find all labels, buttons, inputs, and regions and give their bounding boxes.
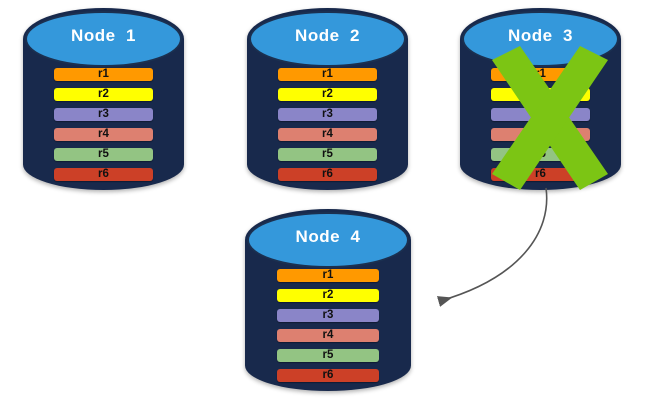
node-2-row-r5[interactable]: r5: [277, 147, 378, 161]
node-2-rows: r1 r2 r3 r4 r5 r6: [277, 68, 378, 181]
node-3-rows: r1 r2 r3 r4 r5 r6: [490, 68, 591, 181]
node-2-row-r6[interactable]: r6: [277, 167, 378, 181]
node-4-row-r5[interactable]: r5: [276, 348, 380, 362]
node-1-row-r3[interactable]: r3: [53, 107, 154, 121]
node-3-row-r4[interactable]: r4: [490, 127, 591, 141]
node-4-row-r1[interactable]: r1: [276, 269, 380, 283]
node-3[interactable]: Node 3 r1 r2 r3 r4 r5 r6: [460, 8, 621, 190]
node-2-row-r1[interactable]: r1: [277, 68, 378, 82]
node-3-cylinder-top: [462, 10, 619, 68]
node-3-row-r1[interactable]: r1: [490, 68, 591, 82]
node-2-cylinder-top: [249, 10, 406, 68]
node-1-cylinder-top: [25, 10, 182, 68]
node-4-row-r2[interactable]: r2: [276, 289, 380, 302]
node-1-row-r1[interactable]: r1: [53, 68, 154, 82]
node-4-cylinder-top: [247, 211, 409, 269]
node-2-row-r4[interactable]: r4: [277, 127, 378, 141]
node-4-row-r3[interactable]: r3: [276, 308, 380, 322]
node-1-row-r2[interactable]: r2: [53, 88, 154, 101]
node-4-row-r4[interactable]: r4: [276, 328, 380, 342]
node-3-row-r2[interactable]: r2: [490, 88, 591, 101]
node-4-rows: r1 r2 r3 r4 r5 r6: [276, 269, 380, 382]
node-1-row-r5[interactable]: r5: [53, 147, 154, 161]
node-3-row-r5[interactable]: r5: [490, 147, 591, 161]
node-3-row-r6[interactable]: r6: [490, 167, 591, 181]
node-1-row-r6[interactable]: r6: [53, 167, 154, 181]
connector-arrow-path: [436, 187, 548, 307]
node-1[interactable]: Node 1 r1 r2 r3 r4 r5 r6: [23, 8, 184, 190]
node-2-row-r2[interactable]: r2: [277, 88, 378, 101]
node-1-rows: r1 r2 r3 r4 r5 r6: [53, 68, 154, 181]
node-3-row-r3[interactable]: r3: [490, 107, 591, 121]
node-2[interactable]: Node 2 r1 r2 r3 r4 r5 r6: [247, 8, 408, 190]
node-4[interactable]: Node 4 r1 r2 r3 r4 r5 r6: [245, 209, 411, 391]
node-4-row-r6[interactable]: r6: [276, 368, 380, 382]
node-2-row-r3[interactable]: r3: [277, 107, 378, 121]
node-1-row-r4[interactable]: r4: [53, 127, 154, 141]
